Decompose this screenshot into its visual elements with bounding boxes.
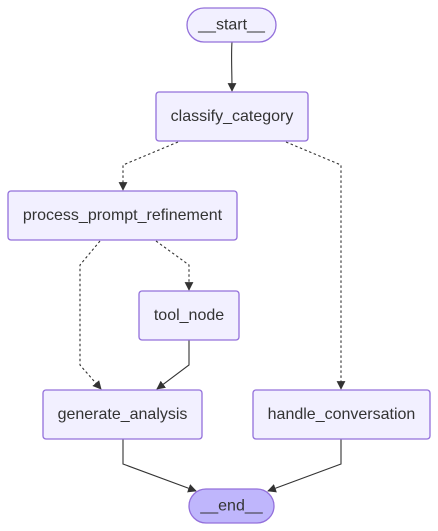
node-process-prompt-refinement[interactable]: process_prompt_refinement: [7, 190, 238, 241]
node-process-prompt-refinement-label: process_prompt_refinement: [23, 207, 223, 224]
node-tool-node-shape: [138, 290, 240, 341]
node-tool-node-label: tool_node: [154, 307, 224, 324]
node-start[interactable]: __start__: [186, 7, 277, 43]
node-handle-conversation-label: handle_conversation: [268, 406, 416, 423]
edge-process-prompt-refinement-to-tool-node: [155, 240, 194, 291]
node-classify-category[interactable]: classify_category: [155, 91, 309, 142]
edge-classify-category-to-handle-conversation: [285, 141, 346, 390]
edge-handle-conversation-to-end: [267, 439, 342, 493]
node-tool-node[interactable]: tool_node: [138, 290, 240, 341]
node-process-prompt-refinement-shape: [7, 190, 238, 241]
node-start-shape: [186, 7, 277, 43]
node-generate-analysis-label: generate_analysis: [58, 406, 188, 423]
node-end[interactable]: __end__: [188, 488, 275, 524]
node-end-label: __end__: [199, 498, 263, 515]
node-start-label: __start__: [197, 17, 266, 34]
node-classify-category-label: classify_category: [171, 108, 294, 125]
node-end-shape: [188, 488, 275, 524]
edge-process-prompt-refinement-to-generate-analysis: [79, 240, 102, 390]
edge-generate-analysis-to-end: [122, 439, 197, 493]
node-classify-category-shape: [155, 91, 309, 142]
node-handle-conversation-shape: [252, 389, 431, 440]
node-generate-analysis-shape: [42, 389, 203, 440]
node-generate-analysis[interactable]: generate_analysis: [42, 389, 203, 440]
node-handle-conversation[interactable]: handle_conversation: [252, 389, 431, 440]
edges: [79, 41, 346, 493]
edge-tool-node-to-generate-analysis: [156, 340, 190, 390]
edge-classify-category-to-process-prompt-refinement: [118, 141, 179, 191]
